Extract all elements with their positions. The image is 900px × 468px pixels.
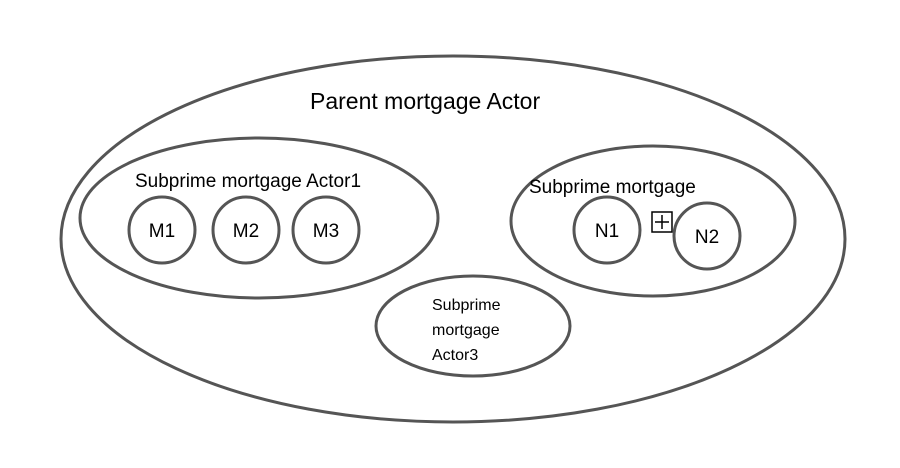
member-node-m3[interactable]: M3 — [291, 195, 361, 265]
member-node-n2[interactable]: N2 — [672, 201, 742, 271]
subprime-actor3-label-line3: Actor3 — [432, 347, 478, 364]
subprime-actor3[interactable]: Subprime mortgage Actor3 — [374, 274, 572, 378]
member-node-m3-label: M3 — [313, 221, 339, 242]
member-node-m2-label: M2 — [233, 221, 259, 242]
member-node-n2-label: N2 — [695, 227, 719, 248]
member-node-m2[interactable]: M2 — [211, 195, 281, 265]
member-node-m1-circle — [127, 195, 197, 265]
subprime-actor3-label-line1: Subprime — [432, 297, 501, 314]
member-node-n1-label: N1 — [595, 221, 619, 242]
plus-square-icon[interactable] — [651, 211, 673, 233]
subprime-actor2[interactable]: Subprime mortgage N1 N2 — [509, 144, 797, 298]
member-node-m1-label: M1 — [149, 221, 175, 242]
member-node-n1[interactable]: N1 — [572, 195, 642, 265]
subprime-actor2-label: Subprime mortgage — [529, 177, 696, 198]
member-node-m3-circle — [291, 195, 361, 265]
parent-actor-label: Parent mortgage Actor — [310, 88, 540, 114]
member-node-m2-circle — [211, 195, 281, 265]
subprime-actor1[interactable]: Subprime mortgage Actor1 M1 M2 M3 — [78, 136, 440, 300]
subprime-actor3-label-line2: mortgage — [432, 322, 500, 339]
member-node-n1-circle — [572, 195, 642, 265]
subprime-actor3-ellipse — [374, 274, 572, 378]
member-node-n2-circle — [672, 201, 742, 271]
member-node-m1[interactable]: M1 — [127, 195, 197, 265]
subprime-actor1-label: Subprime mortgage Actor1 — [135, 171, 361, 192]
